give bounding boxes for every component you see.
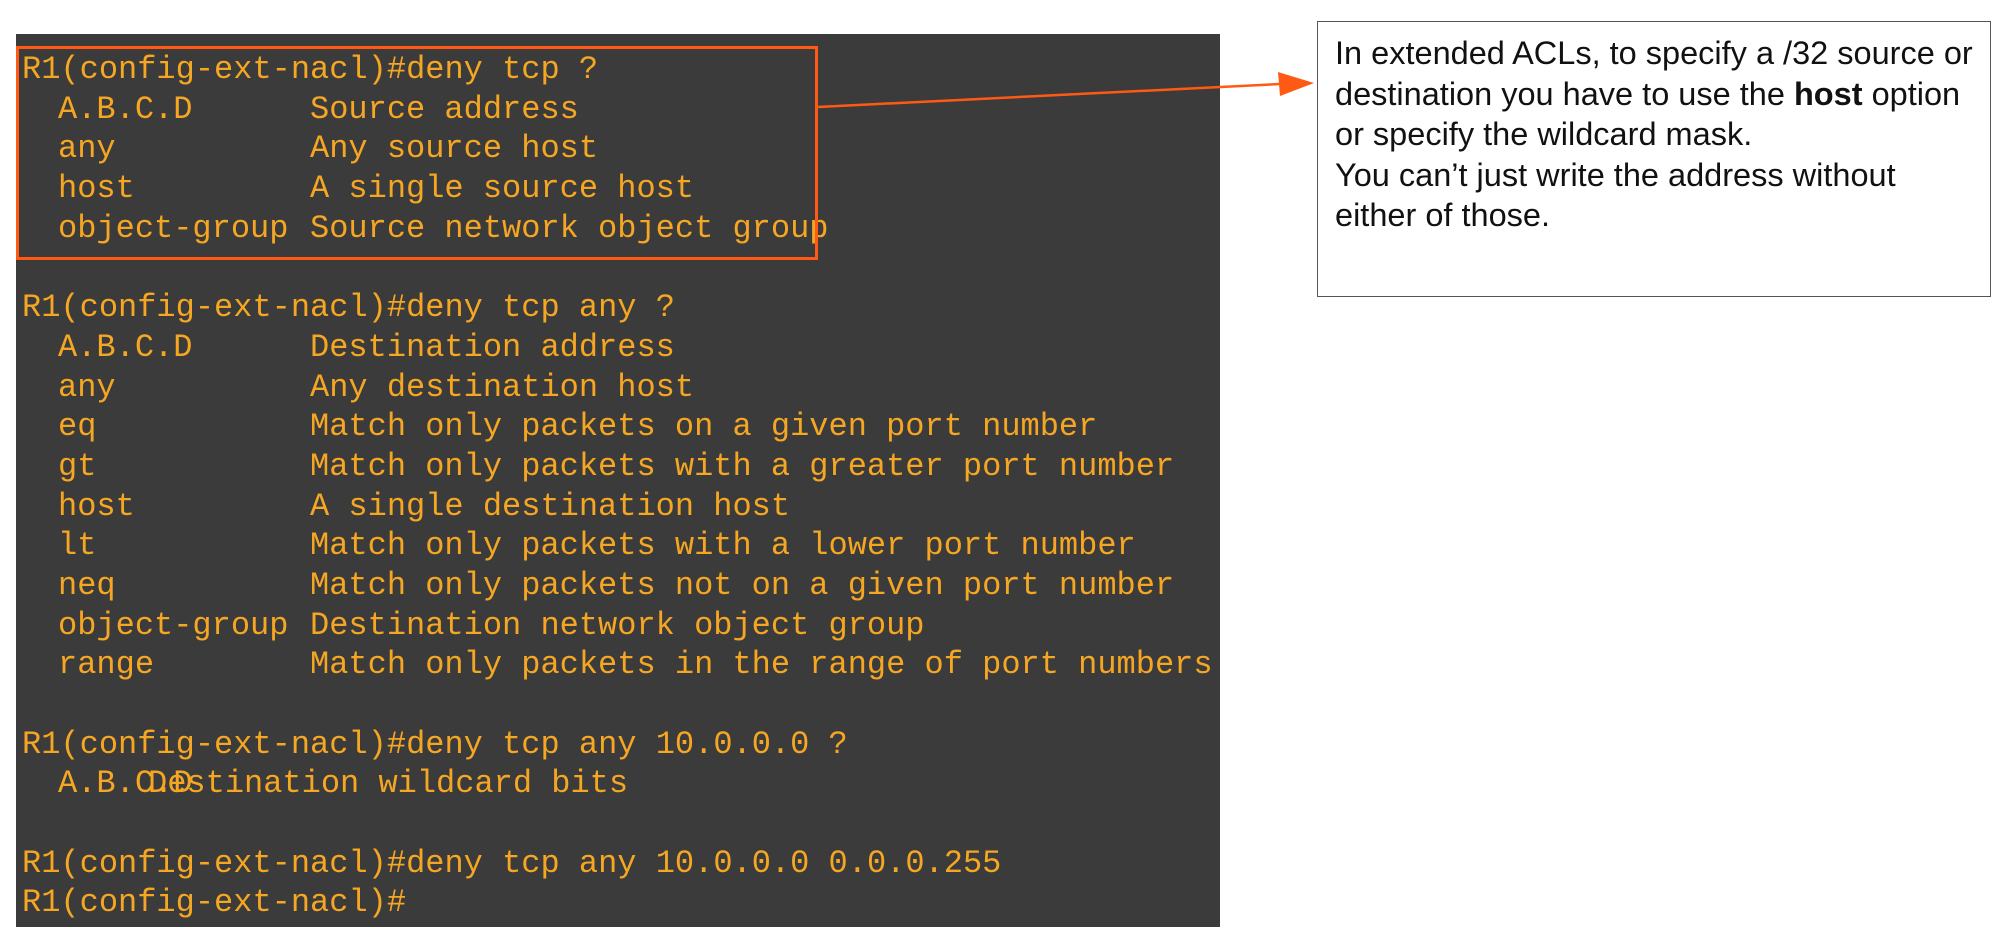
help-option: host A single source host	[22, 169, 1220, 209]
cli-prompt[interactable]: R1(config-ext-nacl)#	[22, 884, 407, 922]
help-option: lt Match only packets with a lower port n…	[22, 526, 1220, 566]
blank-line	[22, 804, 1220, 844]
option-keyword: any	[58, 130, 116, 168]
callout-note: In extended ACLs, to specify a /32 sourc…	[1317, 21, 1991, 297]
command-line: R1(config-ext-nacl)#deny tcp any 10.0.0.…	[22, 844, 1002, 882]
option-description: Any source host	[310, 130, 599, 168]
arrow-head-icon	[1278, 72, 1314, 96]
option-keyword: host	[58, 487, 135, 525]
option-keyword: neq	[58, 566, 116, 604]
option-description: Destination wildcard bits	[148, 765, 629, 803]
option-keyword: gt	[58, 447, 97, 485]
command-line: R1(config-ext-nacl)#deny tcp any 10.0.0.…	[22, 725, 848, 763]
help-option: A.B.C.D Destination address	[22, 328, 1220, 368]
option-description: Match only packets with a lower port num…	[310, 527, 1136, 565]
callout-text: In extended ACLs, to specify a /32 sourc…	[1335, 35, 1973, 112]
callout-text: option or specify the wildcard mask.	[1335, 75, 1961, 153]
help-option: object-group Destination network object g…	[22, 606, 1220, 646]
blank-line	[22, 248, 1220, 288]
help-option: gt Match only packets with a greater port…	[22, 447, 1220, 487]
option-description: Source address	[310, 90, 579, 128]
help-option: neq Match only packets not on a given por…	[22, 566, 1220, 606]
option-description: Match only packets not on a given port n…	[310, 566, 1175, 604]
option-description: Any destination host	[310, 368, 695, 406]
option-keyword: A.B.C.D	[58, 765, 193, 803]
help-option: host A single destination host	[22, 487, 1220, 527]
blank-line	[22, 685, 1220, 725]
option-description: A single destination host	[310, 487, 791, 525]
option-keyword: eq	[58, 408, 97, 446]
terminal-window[interactable]: R1(config-ext-nacl)#deny tcp ? A.B.C.D So…	[16, 34, 1220, 927]
option-keyword: lt	[58, 527, 97, 565]
option-description: Match only packets in the range of port …	[310, 646, 1213, 684]
help-option: range Match only packets in the range of …	[22, 645, 1220, 685]
option-keyword: any	[58, 368, 116, 406]
option-description: Source network object group	[310, 209, 829, 247]
command-line: R1(config-ext-nacl)#deny tcp ?	[22, 51, 599, 88]
option-description: Match only packets on a given port numbe…	[310, 408, 1098, 446]
help-option: A.B.C.D Source address	[22, 90, 1220, 130]
help-option: object-group Source network object group	[22, 209, 1220, 249]
option-description: A single source host	[310, 170, 695, 208]
option-description: Destination network object group	[310, 606, 925, 644]
option-keyword: object-group	[58, 209, 289, 247]
callout-text: You can’t just write the address without…	[1335, 156, 1896, 234]
option-keyword: host	[58, 170, 135, 208]
option-description: Match only packets with a greater port n…	[310, 447, 1175, 485]
command-line: R1(config-ext-nacl)#deny tcp any ?	[22, 289, 675, 327]
help-option: any Any destination host	[22, 368, 1220, 408]
option-keyword: A.B.C.D	[58, 328, 193, 366]
help-option: A.B.C.DDestination wildcard bits	[22, 764, 1220, 804]
option-description: Destination address	[310, 328, 675, 366]
callout-bold-keyword: host	[1793, 75, 1863, 112]
option-keyword: range	[58, 646, 155, 684]
help-option: eq Match only packets on a given port num…	[22, 407, 1220, 447]
help-option: any Any source host	[22, 129, 1220, 169]
option-keyword: object-group	[58, 606, 289, 644]
option-keyword: A.B.C.D	[58, 90, 193, 128]
